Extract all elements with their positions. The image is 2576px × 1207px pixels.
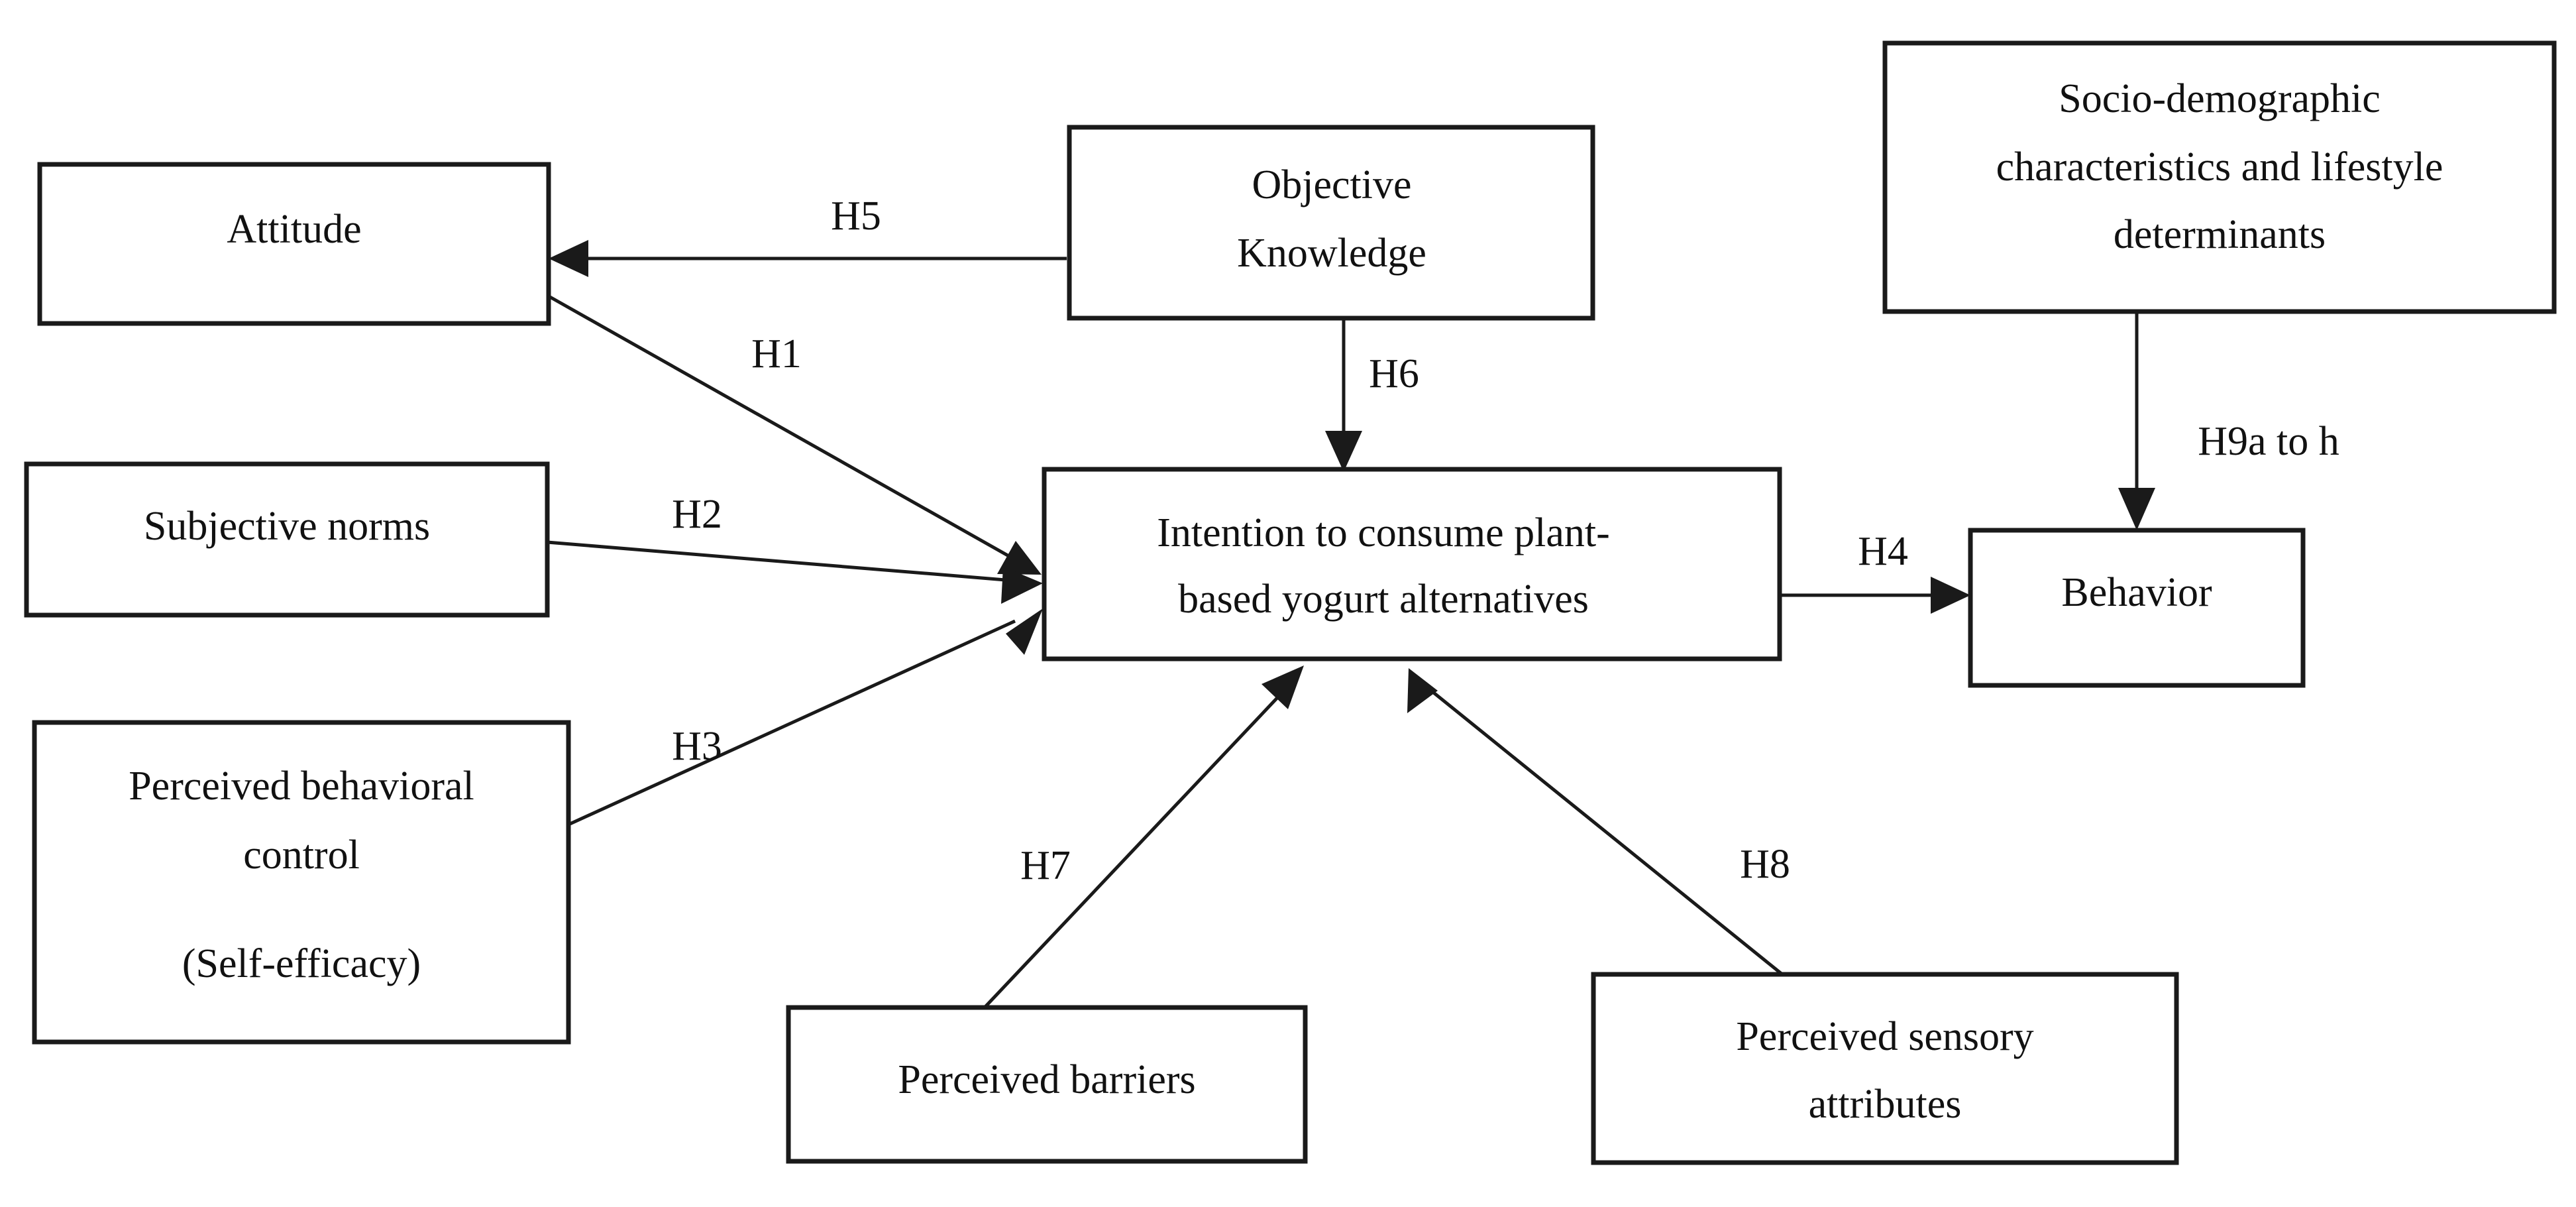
node-perceived-barriers-label-line-0: Perceived barriers xyxy=(898,1057,1195,1102)
edge-h3-arrowhead xyxy=(1006,608,1043,655)
node-socio-demographic-box[interactable] xyxy=(1882,40,2557,314)
edge-h8-line xyxy=(1430,689,1784,976)
node-objective-knowledge-box[interactable] xyxy=(1067,125,1595,321)
edge-h4-label: H4 xyxy=(1858,529,1908,574)
node-attitude-box[interactable] xyxy=(37,162,551,326)
edge-h1-label: H1 xyxy=(751,331,802,376)
node-socio-demographic-label-line-2: determinants xyxy=(2114,212,2326,257)
node-socio-demographic-label-line-1: characteristics and lifestyle xyxy=(1996,144,2443,190)
node-subjective-norms-box[interactable] xyxy=(24,461,550,618)
edge-h1: H1 xyxy=(549,295,1042,575)
node-psa-label-line-0: Perceived sensory xyxy=(1736,1014,2033,1059)
node-perceived-barriers[interactable]: Perceived barriers xyxy=(786,1005,1308,1164)
edge-h8: H8 xyxy=(1407,668,1790,976)
edge-h8-label: H8 xyxy=(1740,842,1790,887)
edge-h8-arrowhead xyxy=(1407,668,1438,713)
edge-h7-line xyxy=(983,689,1285,1009)
edge-h9-arrowhead xyxy=(2118,488,2155,530)
edge-h6-arrowhead xyxy=(1325,431,1362,472)
edge-h2-label: H2 xyxy=(672,492,722,537)
node-perceived-behavioral-control-box[interactable] xyxy=(32,720,571,1045)
node-intention[interactable]: Intention to consume plant- based yogurt… xyxy=(1042,467,1782,661)
node-psa-label-line-1: attributes xyxy=(1809,1082,1962,1127)
edge-h5-arrowhead xyxy=(549,240,588,277)
edge-h3: H3 xyxy=(567,608,1043,827)
edge-h2-arrowhead xyxy=(1001,567,1043,604)
edge-h3-line xyxy=(567,619,1016,827)
edge-h7-arrowhead xyxy=(1261,665,1304,709)
edge-h9: H9a to h xyxy=(2118,313,2339,530)
edge-h2: H2 xyxy=(547,492,1043,604)
node-socio-demographic[interactable]: Socio-demographic characteristics and li… xyxy=(1882,40,2557,314)
node-objective-knowledge[interactable]: Objective Knowledge xyxy=(1067,125,1595,321)
node-perceived-barriers-box[interactable] xyxy=(786,1005,1308,1164)
edge-h2-line xyxy=(547,540,1014,583)
edge-h5: H5 xyxy=(549,194,1067,277)
node-intention-label-line-0: Intention to consume plant- xyxy=(1157,510,1610,555)
node-objective-knowledge-label-line-0: Objective xyxy=(1252,162,1411,207)
edge-h6: H6 xyxy=(1325,319,1419,472)
node-behavior-box[interactable] xyxy=(1968,528,2306,688)
edge-h1-arrowhead xyxy=(997,541,1042,575)
node-behavior[interactable]: Behavior xyxy=(1968,528,2306,688)
edge-h5-label: H5 xyxy=(831,194,881,239)
node-attitude-label-line-0: Attitude xyxy=(227,207,361,252)
node-perceived-sensory-attributes[interactable]: Perceived sensory attributes xyxy=(1591,972,2179,1165)
edge-h3-label: H3 xyxy=(672,724,722,769)
edge-h7: H7 xyxy=(983,665,1304,1009)
node-attitude[interactable]: Attitude xyxy=(37,162,551,326)
node-intention-label-line-1: based yogurt alternatives xyxy=(1178,577,1589,622)
node-intention-box[interactable] xyxy=(1042,467,1782,661)
node-perceived-sensory-attributes-box[interactable] xyxy=(1591,972,2179,1165)
node-behavior-label-line-0: Behavior xyxy=(2061,570,2212,615)
edge-h9-label: H9a to h xyxy=(2198,419,2339,464)
node-perceived-behavioral-control[interactable]: Perceived behavioral control (Self-effic… xyxy=(32,720,571,1045)
node-subjective-norms[interactable]: Subjective norms xyxy=(24,461,550,618)
node-socio-demographic-label-line-0: Socio-demographic xyxy=(2059,76,2381,121)
node-subjective-norms-label-line-0: Subjective norms xyxy=(144,504,430,549)
edge-h7-label: H7 xyxy=(1020,843,1071,888)
edge-h1-line xyxy=(549,295,1014,560)
node-pbc-label-line-1: control xyxy=(243,833,360,878)
node-pbc-label-line-3: (Self-efficacy) xyxy=(182,941,421,986)
edge-h4: H4 xyxy=(1780,529,1970,614)
node-objective-knowledge-label-line-1: Knowledge xyxy=(1237,231,1426,276)
node-pbc-label-line-0: Perceived behavioral xyxy=(129,764,474,809)
edge-h6-label: H6 xyxy=(1369,351,1419,396)
edge-h4-arrowhead xyxy=(1931,577,1970,614)
